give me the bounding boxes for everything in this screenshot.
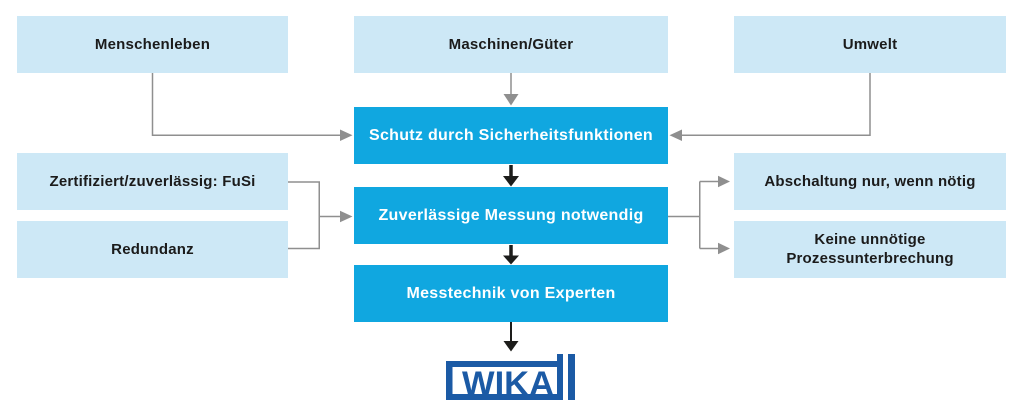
node-label: Umwelt [842,36,898,53]
logo-frame-top [446,361,563,367]
node-label: Zertifiziert/zuverlässig: FuSi [49,173,256,190]
arrowhead-down-icon [503,341,519,352]
node-abschaltung: Abschaltung nur, wenn nötig [734,153,1006,210]
node-label: Abschaltung nur, wenn nötig [764,173,976,190]
arrowhead-down-icon [503,94,519,106]
arrowhead-down-icon [503,176,519,187]
node-zertifiziert-fusi: Zertifiziert/zuverlässig: FuSi [17,153,288,210]
node-maschinen-gueter: Maschinen/Güter [354,16,668,73]
node-zuverlaessige-messung: Zuverlässige Messung notwendig [354,187,668,244]
node-label: Messtechnik von Experten [406,284,616,302]
node-messtechnik-experten: Messtechnik von Experten [354,265,668,322]
arrow-schutz-to-messung [509,165,513,176]
arrowhead-right-icon [718,175,730,188]
black-connectors [503,165,519,352]
arrow-messung-to-messtechnik [509,245,513,256]
node-menschenleben: Menschenleben [17,16,288,73]
arrowhead-right-icon [340,210,353,223]
arrow-umwelt-to-schutz [682,73,871,136]
gray-arrowheads [340,94,730,255]
arrowhead-right-icon [340,129,353,141]
arrowhead-down-icon [503,255,519,265]
wika-logo: WIKA [446,354,575,400]
logo-bar-outer [568,354,575,400]
logo-frame-left [446,361,453,400]
bracket-left-merge [288,181,320,250]
arrowhead-right-icon [718,242,730,255]
arrow-menschenleben-to-schutz [151,73,340,136]
wika-logo-wordmark: WIKA [462,365,554,400]
logo-frame-bottom [446,394,563,400]
node-redundanz: Redundanz [17,221,288,278]
node-label: Zuverlässige Messung notwendig [378,206,644,224]
node-umwelt: Umwelt [734,16,1006,73]
logo-bar-inner [557,354,563,400]
node-label: Redundanz [111,241,194,258]
gray-connectors [151,73,871,250]
arrow-messtechnik-to-logo [510,322,512,341]
node-keine-prozessunterbrechung: Keine unnötige Prozessunterbrechung [734,221,1006,278]
arrowhead-left-icon [669,129,682,141]
node-label: Maschinen/Güter [448,36,574,53]
node-label: Keine unnötige Prozessunterbrechung [786,230,954,267]
node-label: Schutz durch Sicherheitsfunktionen [368,126,653,144]
wika-logo-frame [446,354,575,400]
node-label: Menschenleben [94,36,211,53]
node-schutz-sicherheitsfunktionen: Schutz durch Sicherheitsfunktionen [354,107,668,164]
